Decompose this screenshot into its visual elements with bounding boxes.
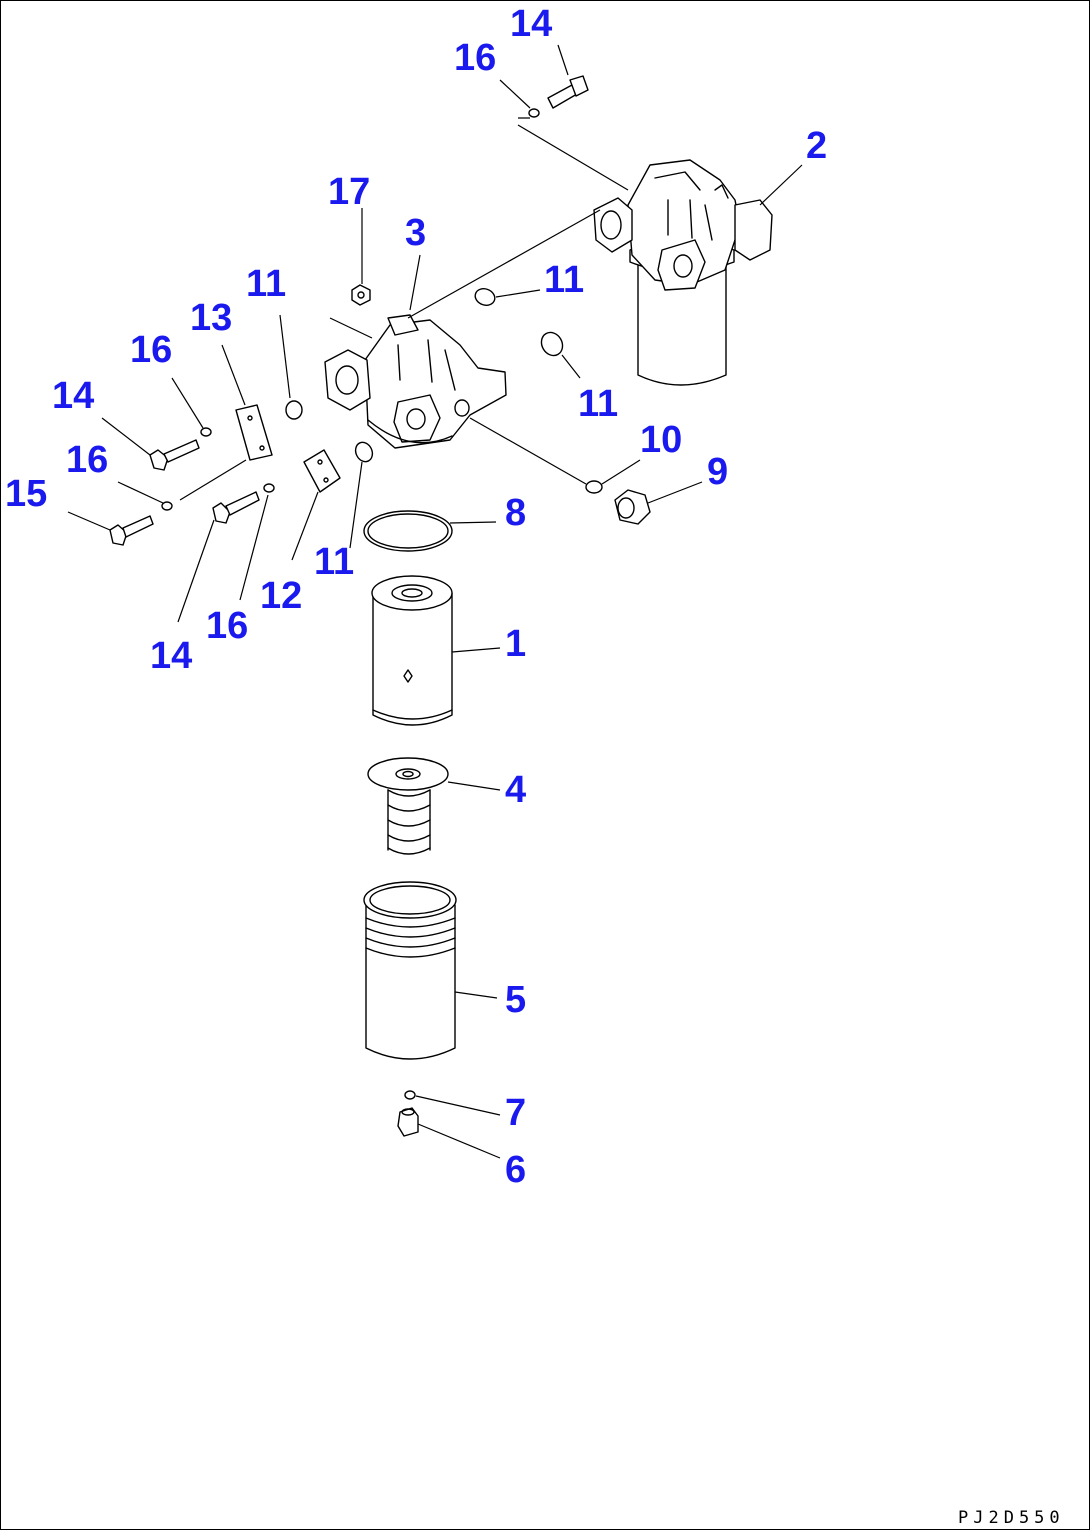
part-16-washer-lower <box>263 483 275 493</box>
part-8-o-ring <box>363 510 453 552</box>
callouts: 1 2 3 4 5 6 7 8 9 10 11 11 11 11 12 13 1… <box>5 3 827 1191</box>
callout-1: 1 <box>505 623 526 665</box>
part-3-filter-head <box>324 314 507 449</box>
callout-14-top: 14 <box>510 3 552 45</box>
part-12-plate <box>303 449 341 493</box>
part-14-bolt-left <box>149 439 200 471</box>
callout-12: 12 <box>260 575 302 617</box>
callout-8: 8 <box>505 492 526 534</box>
part-15-bolt <box>109 515 154 546</box>
callout-14-left: 14 <box>52 375 94 417</box>
part-13-plate <box>235 404 273 461</box>
callout-16-left-upper: 16 <box>130 329 172 371</box>
part-17-nut <box>351 284 371 306</box>
drawing-code: PJ2D550 <box>958 1508 1065 1528</box>
callout-15: 15 <box>5 473 47 515</box>
callout-3: 3 <box>405 212 426 254</box>
callout-16-bottom: 16 <box>206 605 248 647</box>
callout-10: 10 <box>640 419 682 461</box>
callout-6: 6 <box>505 1149 526 1191</box>
callout-5: 5 <box>505 979 526 1021</box>
leader-lines <box>67 44 803 1159</box>
part-10-o-ring <box>585 480 603 494</box>
callout-17: 17 <box>328 171 370 213</box>
callout-16-left-lower: 16 <box>66 439 108 481</box>
part-7-o-ring <box>404 1090 416 1100</box>
callout-16-top: 16 <box>454 37 496 79</box>
part-4-spring-plate <box>367 757 449 855</box>
part-6-drain-plug <box>397 1107 419 1137</box>
callout-11-bottom: 11 <box>314 541 354 583</box>
callout-13: 13 <box>190 297 232 339</box>
part-14-bolt-top <box>547 75 589 109</box>
part-14-bolt-lower <box>212 491 260 524</box>
callout-7: 7 <box>505 1092 526 1134</box>
callout-11-left: 11 <box>246 263 286 305</box>
part-16-washer-top <box>528 108 540 118</box>
callout-11-top: 11 <box>544 259 584 301</box>
part-1-filter-element <box>371 575 453 726</box>
callout-14-bottom: 14 <box>150 635 192 677</box>
callout-2: 2 <box>806 125 827 167</box>
part-11-o-rings <box>285 288 564 463</box>
callout-11-right: 11 <box>578 383 618 425</box>
callout-9: 9 <box>707 451 728 493</box>
part-9-plug <box>614 489 651 525</box>
callout-4: 4 <box>505 769 526 811</box>
part-5-case <box>363 881 457 1060</box>
part-2-filter-assembly <box>593 159 773 386</box>
part-16-washer-left-b <box>161 501 173 511</box>
part-16-washer-left-a <box>200 427 212 437</box>
